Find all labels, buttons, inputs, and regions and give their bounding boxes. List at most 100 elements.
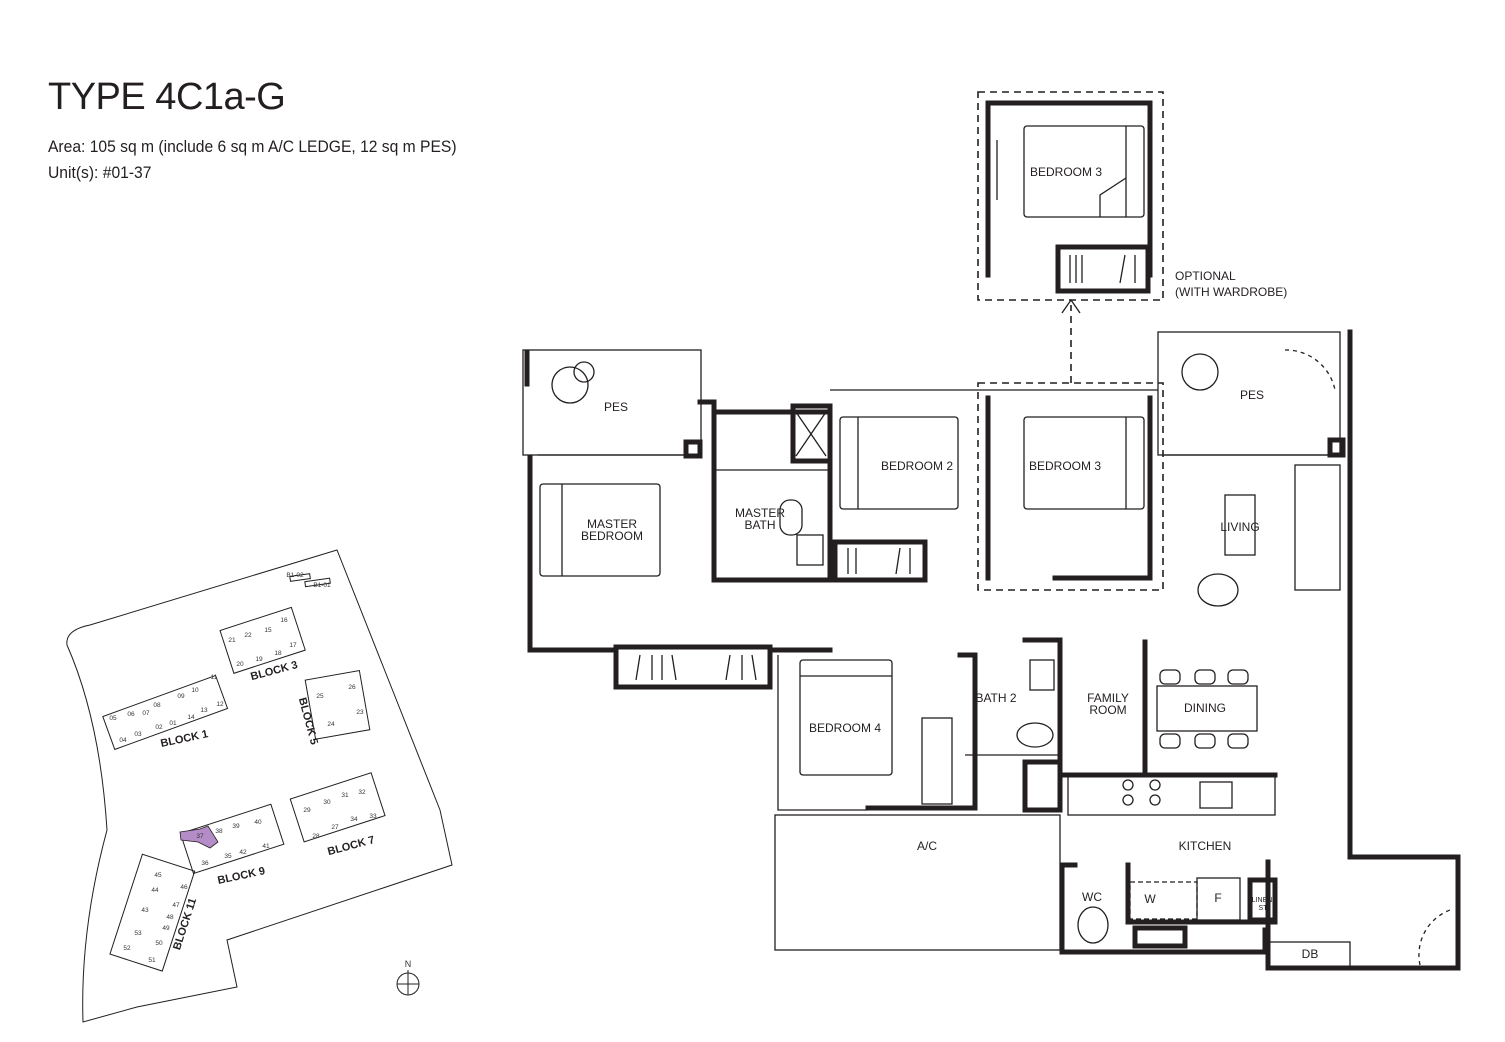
chair-icon	[551, 366, 589, 404]
wardrobe-icon	[832, 539, 928, 583]
unit-number: 15	[264, 627, 272, 634]
unit-numbers: 01 02 03 04 05 06 07 08 09 10 11 12 13 1…	[109, 617, 377, 964]
outer-wall	[1265, 329, 1461, 971]
column	[1327, 437, 1346, 458]
unit-number: 38	[215, 828, 223, 835]
wall	[1022, 637, 1278, 778]
unit-number: 13	[200, 707, 208, 714]
hanger-lines	[635, 654, 757, 681]
label-washer: W	[1144, 892, 1156, 906]
unit-number: 53	[134, 930, 142, 937]
wall	[1125, 862, 1278, 925]
north-compass-icon: N	[396, 959, 420, 996]
wall	[985, 100, 1153, 278]
unit-number: 43	[141, 907, 149, 914]
unit-number: 22	[244, 632, 252, 639]
unit-number: 46	[180, 884, 188, 891]
unit-number: 19	[255, 656, 263, 663]
bedrooms-2-3	[830, 382, 1164, 591]
shower-icon	[1022, 759, 1063, 813]
label-pes-left: PES	[604, 400, 628, 414]
door-swing-icon	[1418, 909, 1451, 966]
db-box	[1267, 941, 1351, 969]
kitchen-sink-icon	[1199, 781, 1233, 809]
unit-number: 08	[153, 702, 161, 709]
chair-icon	[1181, 353, 1219, 391]
site-boundary	[66, 549, 453, 1023]
label-db: DB	[1302, 947, 1319, 961]
toilet-icon	[1016, 722, 1054, 748]
unit-area: Area: 105 sq m (include 6 sq m A/C LEDGE…	[48, 137, 457, 156]
ac-ledge	[774, 814, 1061, 951]
label-family-room: FAMILY	[1087, 691, 1129, 705]
unit-number: 49	[162, 925, 170, 932]
label-pes-right: PES	[1240, 388, 1264, 402]
wall	[1052, 395, 1153, 581]
unit-number: 16	[280, 617, 288, 624]
bed-fold	[1099, 177, 1127, 217]
optional-zone-outline	[977, 382, 1164, 591]
shower-line	[795, 411, 827, 457]
unit-number: 23	[356, 709, 364, 716]
label-living: LIVING	[1220, 520, 1259, 534]
sofa-icon	[1294, 464, 1341, 591]
unit-number: 02	[155, 724, 163, 731]
label-b1-02: B1-02	[286, 572, 304, 579]
label-family-room: ROOM	[1089, 703, 1126, 717]
door-swing-icon	[1284, 349, 1336, 391]
unit-number: 51	[148, 957, 156, 964]
block-label: BLOCK 9	[217, 865, 267, 887]
unit-number: 47	[172, 902, 180, 909]
unit-number: 26	[348, 684, 356, 691]
label-linen: ST	[1259, 905, 1269, 912]
label-wc: WC	[1082, 890, 1102, 904]
unit-number: 21	[228, 637, 236, 644]
armchair-icon	[1197, 573, 1239, 607]
label-kitchen: KITCHEN	[1179, 839, 1232, 853]
unit-number: 42	[239, 849, 247, 856]
guardhouse	[289, 573, 311, 582]
unit-numbers: Unit(s): #01-37	[48, 163, 152, 182]
unit-number: 30	[323, 799, 331, 806]
highlighted-unit-37	[179, 825, 219, 849]
unit-number: 03	[134, 731, 142, 738]
label-linen: LINEN/	[1252, 897, 1275, 904]
sink-icon	[1029, 659, 1055, 691]
unit-number: 45	[154, 872, 162, 879]
unit-number: 12	[216, 701, 224, 708]
label-dining: DINING	[1184, 701, 1226, 715]
dining-table-icon	[1156, 685, 1258, 732]
block-label: BLOCK 5	[296, 696, 320, 746]
unit-number: 10	[191, 687, 199, 694]
bed-icon	[1023, 125, 1145, 218]
unit-number: 48	[166, 914, 174, 921]
column	[683, 439, 703, 459]
unit-number: 05	[109, 715, 117, 722]
unit-number: 17	[289, 642, 297, 649]
toilet-icon	[779, 499, 803, 536]
label-bath2: BATH 2	[975, 691, 1016, 705]
fridge-icon	[1196, 877, 1241, 921]
unit-number: 35	[224, 853, 232, 860]
wardrobe-icon	[613, 644, 773, 690]
north-label: N	[405, 959, 412, 969]
unit-number: 52	[123, 945, 131, 952]
label-master-bedroom: MASTER	[587, 517, 637, 531]
unit-number: 41	[262, 843, 270, 850]
unit-number: 29	[303, 807, 311, 814]
unit-number: 50	[155, 940, 163, 947]
unit-number: 25	[316, 693, 324, 700]
bed-icon	[1023, 416, 1145, 510]
kitchen-counter	[1067, 774, 1276, 816]
label-master-bedroom: BEDROOM	[581, 529, 643, 543]
unit-number: 32	[358, 789, 366, 796]
site-plan: B1-02 B1-01 01 02 03 04 05 06 07 08 09 1…	[66, 549, 453, 1023]
wall	[1059, 862, 1078, 953]
hanger-lines	[1069, 254, 1136, 284]
label-bedroom2: BEDROOM 2	[881, 459, 953, 473]
label-optional: OPTIONAL	[1175, 269, 1236, 283]
unit-type-title: TYPE 4C1a-G	[48, 76, 286, 118]
lower-rooms	[767, 637, 1351, 969]
unit-number: 33	[369, 813, 377, 820]
label-ac: A/C	[917, 839, 937, 853]
